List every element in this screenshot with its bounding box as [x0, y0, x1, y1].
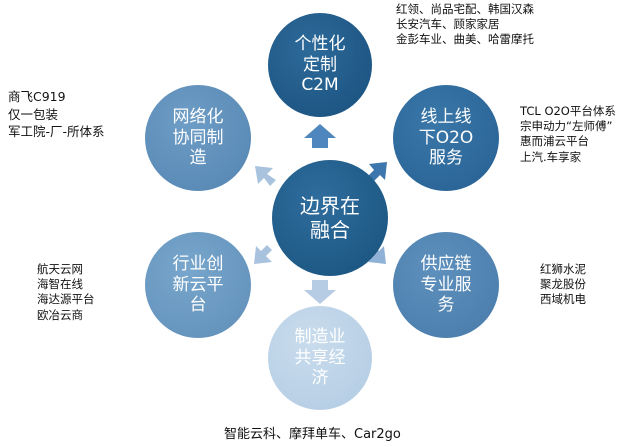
arrow-to-top: [304, 124, 336, 148]
annotation-line: 仅一包装: [8, 106, 59, 122]
annotation-line: 上汽.车享家: [520, 149, 582, 164]
center-node: 边界在 融合: [272, 160, 388, 276]
annotation-line: 海智在线: [37, 277, 83, 292]
annotation-top-left: 商飞C919 仅一包装 军工院-厂-所体系: [8, 88, 105, 141]
annotation-top-right: TCL O2O平台体系 宗申动力“左师傅” 惠而浦云平台 上汽.车享家: [520, 104, 616, 165]
node-c2m-label: 个性化 定制 C2M: [294, 33, 346, 96]
annotation-line: 商飞C919: [8, 89, 66, 104]
annotation-line: 金彭车业、曲美、哈雷摩托: [396, 32, 534, 47]
annotation-line: 红狮水泥: [540, 262, 586, 276]
annotation-line: 惠而浦云平台: [520, 134, 589, 149]
node-c2m: 个性化 定制 C2M: [268, 13, 372, 117]
node-networked-manufacturing-label: 网络化 协同制 造: [172, 106, 224, 169]
annotation-line: 军工院-厂-所体系: [8, 124, 105, 139]
node-sharing-economy: 制造业 共享经 济: [268, 306, 372, 410]
annotation-line: 海达源平台: [37, 292, 95, 307]
annotation-line: 欧冶云商: [37, 307, 83, 322]
arrow-to-bottom-left: [254, 245, 272, 264]
node-networked-manufacturing: 网络化 协同制 造: [145, 85, 251, 191]
node-o2o-service-label: 线上线 下O2O 服务: [418, 106, 474, 169]
annotation-line: 聚龙股份: [540, 277, 586, 292]
annotation-bottom: 智能云科、摩拜单车、Car2go: [224, 426, 401, 443]
annotation-bottom-right: 红狮水泥 聚龙股份 西域机电: [540, 262, 586, 308]
annotation-line: 宗申动力“左师傅”: [520, 119, 613, 134]
center-node-label: 边界在 融合: [300, 193, 360, 242]
node-industry-cloud: 行业创 新云平 台: [145, 232, 251, 338]
arrow-to-top-right: [368, 162, 387, 181]
node-supply-chain-label: 供应链 专业服 务: [420, 253, 472, 316]
node-o2o-service: 线上线 下O2O 服务: [393, 85, 499, 191]
node-sharing-economy-label: 制造业 共享经 济: [294, 326, 346, 389]
annotation-line: 航天云网: [37, 262, 83, 276]
node-supply-chain: 供应链 专业服 务: [393, 232, 499, 338]
annotation-top: 红领、尚品宅配、韩国汉森 长安汽车、顾家家居 金彭车业、曲美、哈雷摩托: [396, 2, 534, 48]
annotation-line: TCL O2O平台体系: [520, 104, 616, 118]
arrow-to-top-left: [255, 166, 276, 186]
node-industry-cloud-label: 行业创 新云平 台: [172, 253, 224, 316]
annotation-line: 西域机电: [540, 292, 586, 307]
annotation-line: 长安汽车、顾家家居: [396, 17, 500, 32]
annotation-line: 智能云科、摩拜单车、Car2go: [224, 427, 401, 442]
annotation-line: 红领、尚品宅配、韩国汉森: [396, 2, 534, 16]
arrow-to-bottom: [304, 280, 336, 304]
annotation-bottom-left: 航天云网 海智在线 海达源平台 欧冶云商: [37, 262, 95, 323]
